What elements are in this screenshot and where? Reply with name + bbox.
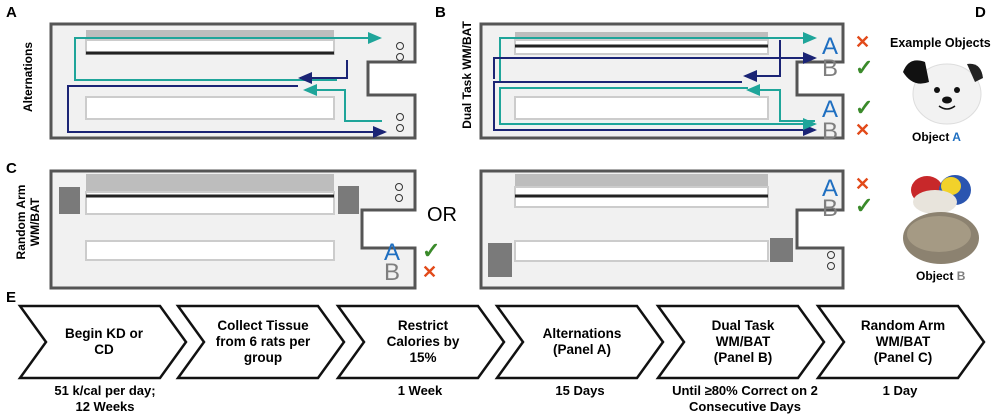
or-text: OR: [427, 204, 457, 226]
maze-a: [49, 22, 417, 140]
maze-b-bottom-letter-b: B: [822, 118, 839, 145]
timeline-step-2-line2: from 6 rats per: [215, 334, 311, 349]
incorrect-icon: ✕: [855, 174, 871, 194]
timeline-note-6: 1 Day: [830, 383, 970, 399]
maze-a-teal-path-return: [303, 84, 382, 122]
maze-c-left-letter-a: A: [384, 239, 401, 266]
maze-c-left-shaded-arm: [86, 174, 334, 195]
correct-icon: ✓: [422, 238, 441, 263]
maze-b-teal-path-return: [746, 84, 815, 122]
object-a-letter: A: [952, 130, 961, 144]
timeline-step-6-line3: (Panel C): [873, 350, 933, 365]
timeline-step-3-line1: Restrict: [397, 318, 449, 333]
example-objects-title: Example Objects: [890, 36, 991, 50]
timeline-chevrons: [17, 304, 986, 380]
maze-c-left-block-1: [59, 187, 80, 214]
maze-b-top-letter-a: A: [822, 33, 839, 60]
timeline-note-4: 15 Days: [510, 383, 650, 399]
correct-icon: ✓: [855, 55, 874, 80]
maze-c-right-letter-a: A: [822, 175, 839, 202]
maze-c-right-block-1: [488, 243, 512, 277]
object-b-image: [903, 175, 979, 264]
timeline-note-1-line2: 12 Weeks: [75, 399, 135, 414]
maze-c-left: [49, 169, 417, 290]
timeline-step-4-line1: Alternations: [542, 326, 622, 341]
incorrect-icon: ✕: [855, 32, 871, 52]
panel-letter-a: A: [6, 4, 17, 21]
incorrect-icon: ✕: [855, 120, 871, 140]
timeline-step-3-line2: Calories by: [386, 334, 460, 349]
timeline-step-5-line1: Dual Task: [711, 318, 775, 333]
panel-letter-b: B: [435, 4, 446, 21]
object-b-prefix: Object: [916, 269, 957, 283]
timeline-step-2-line3: group: [243, 350, 283, 365]
maze-a-object-4: [396, 124, 404, 132]
incorrect-icon: ✕: [422, 262, 438, 282]
maze-b-navy-path-mid: [743, 40, 781, 82]
timeline-step-5-line3: (Panel B): [713, 350, 773, 365]
timeline-step-5-shape: [655, 304, 826, 380]
timeline-note-1: 51 k/cal per day; 12 Weeks: [20, 383, 190, 415]
timeline-note-5-line1: Until ≥80% Correct on 2: [672, 383, 818, 398]
correct-icon: ✓: [855, 95, 874, 120]
object-a-prefix: Object: [912, 130, 953, 144]
timeline-step-5-line2: WM/BAT: [715, 334, 771, 349]
object-a-label: Object A: [912, 130, 961, 144]
maze-a-object-2: [396, 53, 404, 61]
correct-icon: ✓: [855, 193, 874, 218]
timeline-step-4-shape: [494, 304, 665, 380]
timeline-note-6-line1: 1 Day: [882, 383, 918, 398]
timeline-step-2-line1: Collect Tissue: [217, 318, 309, 333]
timeline-step-4-line2: (Panel A): [552, 342, 611, 357]
object-b-label: Object B: [916, 269, 965, 283]
timeline-note-5: Until ≥80% Correct on 2 Consecutive Days: [655, 383, 835, 415]
timeline-note-5-line2: Consecutive Days: [689, 399, 801, 414]
timeline-step-1-shape: [17, 304, 188, 380]
timeline-step-2-shape: [175, 304, 346, 380]
timeline-step-1-line2: CD: [94, 342, 114, 357]
maze-b-navy-path-top: [493, 52, 817, 79]
maze-b: [479, 22, 845, 140]
maze-b-teal-path-top: [499, 32, 817, 82]
timeline-step-6-shape: [815, 304, 986, 380]
object-b-letter: B: [956, 269, 966, 283]
maze-c-right: [479, 169, 845, 290]
maze-a-object-1: [396, 42, 404, 50]
timeline-step-4: Alternations(Panel A): [523, 306, 641, 378]
timeline-note-3-line1: 1 Week: [397, 383, 443, 398]
maze-a-object-3: [396, 113, 404, 121]
maze-c-right-block-2: [770, 238, 793, 262]
maze-c-right-letter-b: B: [822, 195, 839, 222]
maze-c-left-letter-b: B: [384, 259, 401, 286]
timeline-step-3-shape: [335, 304, 506, 380]
maze-a-teal-path-top: [74, 32, 382, 81]
panel-letter-e: E: [6, 289, 17, 306]
maze-b-teal-path-bottom: [499, 87, 817, 130]
timeline-step-6-line1: Random Arm: [860, 318, 946, 333]
panel-letter-c: C: [6, 160, 17, 177]
maze-b-navy-path-bottom: [493, 81, 817, 136]
maze-a-navy-path-bottom: [67, 85, 387, 138]
timeline-note-4-line1: 15 Days: [555, 383, 605, 398]
maze-b-bottom-letter-a: A: [822, 96, 839, 123]
timeline-step-3-line3: 15%: [409, 350, 437, 365]
timeline-step-6-line2: WM/BAT: [875, 334, 931, 349]
panel-letter-d: D: [975, 4, 986, 21]
maze-diagrams: [49, 22, 845, 290]
timeline-note-1-line1: 51 k/cal per day;: [54, 383, 156, 398]
timeline-note-3: 1 Week: [350, 383, 490, 399]
maze-a-navy-path-mid: [298, 60, 348, 84]
object-a-image: [903, 60, 983, 125]
maze-b-top-letter-b: B: [822, 55, 839, 82]
timeline-step-1-line1: Begin KD or: [64, 326, 143, 341]
maze-c-left-block-2: [338, 186, 359, 214]
